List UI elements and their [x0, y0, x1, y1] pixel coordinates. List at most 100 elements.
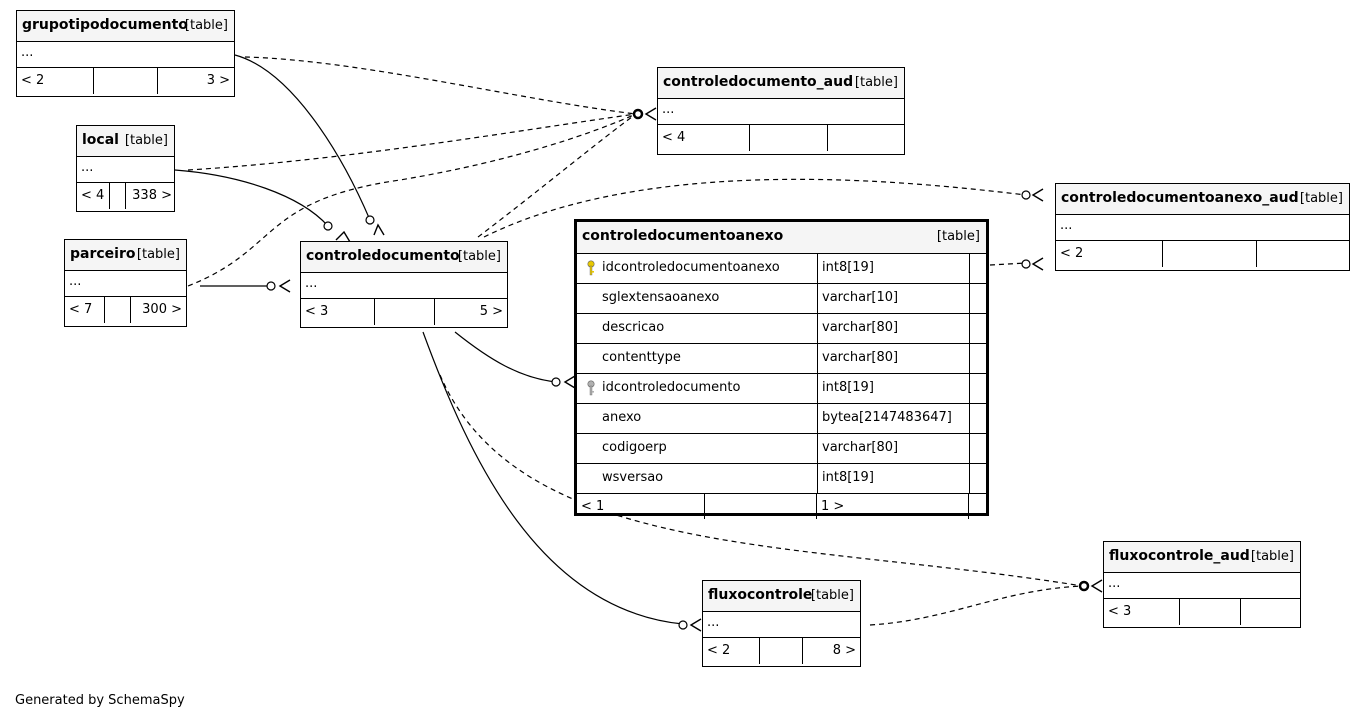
table-name: parceiro [70, 246, 136, 262]
table-name: grupotipodocumento [22, 17, 188, 33]
row-count [110, 183, 126, 209]
table-local[interactable]: local [table] ... < 4 338 > [76, 125, 175, 212]
column-name-cell: idcontroledocumento [577, 374, 818, 403]
table-type: [table] [1299, 191, 1343, 206]
table-type: [table] [136, 247, 180, 262]
row-count [105, 297, 131, 323]
table-header: local [table] [77, 126, 174, 157]
generated-by-note: Generated by SchemaSpy [15, 693, 185, 708]
column-filler [970, 374, 986, 403]
edge-grupotipodocumento-controledocumento [234, 54, 371, 221]
column-name: descricao [602, 320, 665, 335]
column-filler [970, 464, 986, 493]
child-count: 1 > [817, 494, 969, 519]
child-count [1257, 241, 1349, 267]
column-name: wsversao [602, 470, 664, 485]
edge-controledocumento-controledocumento_aud [477, 113, 637, 238]
table-controledocumento[interactable]: controledocumento [table] ... < 3 5 > [300, 241, 508, 328]
table-controledocumentoanexo[interactable]: controledocumentoanexo [table] idcontrol… [574, 219, 989, 519]
child-count: 338 > [132, 188, 172, 203]
row-count [94, 68, 158, 94]
primary-key-icon [587, 260, 595, 276]
edge-local-controledocumento_aud [187, 113, 637, 171]
column-name-cell: codigoerp [577, 434, 818, 463]
column-type: varchar[10] [818, 284, 970, 313]
parent-count: < 3 [1104, 599, 1180, 625]
edge-grupotipodocumento-controledocumento_aud [244, 56, 637, 115]
row-count [705, 494, 817, 519]
table-controledocumentoanexo_aud[interactable]: controledocumentoanexo_aud [table] ... <… [1055, 183, 1350, 271]
table-footer: < 3 [1104, 599, 1300, 625]
edge-controledocumento-controledocumentoanexo_aud [483, 178, 1027, 238]
column-name-cell: sglextensaoanexo [577, 284, 818, 313]
ellipsis-row: ... [17, 42, 234, 68]
column-name: idcontroledocumento [602, 380, 741, 395]
footer-filler [969, 494, 986, 519]
column-row[interactable]: sglextensaoanexo varchar[10] [577, 284, 986, 314]
column-name: contenttype [602, 350, 681, 365]
table-type: [table] [1250, 549, 1294, 564]
table-footer: < 2 3 > [17, 68, 234, 94]
table-fluxocontrole[interactable]: fluxocontrole [table] ... < 2 8 > [702, 580, 861, 667]
foreign-key-icon [587, 380, 595, 396]
table-type: [table] [184, 18, 228, 33]
parent-count: < 3 [301, 299, 375, 325]
column-filler [970, 404, 986, 433]
table-type: [table] [810, 588, 854, 603]
row-count [1163, 241, 1257, 267]
table-header: controledocumento_aud [table] [658, 68, 904, 99]
ellipsis-row: ... [65, 271, 186, 297]
row-count [760, 638, 803, 664]
column-filler [970, 344, 986, 373]
parent-count: < 2 [17, 68, 94, 94]
column-type: int8[19] [818, 464, 970, 493]
column-name: sglextensaoanexo [602, 290, 720, 305]
table-type: [table] [457, 249, 501, 264]
column-filler [970, 314, 986, 343]
column-name-cell: wsversao [577, 464, 818, 493]
table-name: controledocumentoanexo_aud [1061, 190, 1299, 206]
table-name: fluxocontrole [708, 587, 813, 603]
column-name-cell: contenttype [577, 344, 818, 373]
ellipsis-row: ... [1104, 573, 1300, 599]
child-count: 300 > [142, 302, 182, 317]
parent-count: < 4 [658, 125, 750, 151]
table-footer: < 1 1 > [577, 494, 986, 519]
table-footer: < 2 8 > [703, 638, 860, 664]
row-count [750, 125, 828, 151]
parent-count: < 1 [577, 494, 705, 519]
table-name: fluxocontrole_aud [1109, 548, 1250, 564]
column-row[interactable]: anexo bytea[2147483647] [577, 404, 986, 434]
child-count [1241, 599, 1300, 625]
table-header: controledocumento [table] [301, 242, 507, 273]
parent-count: < 2 [703, 638, 760, 664]
column-name: idcontroledocumentoanexo [602, 260, 780, 275]
edge-fluxocontrole-fluxocontrole_aud [869, 585, 1083, 626]
parent-count: < 4 [77, 183, 110, 209]
column-name-cell: anexo [577, 404, 818, 433]
table-parceiro[interactable]: parceiro [table] ... < 7 300 > [64, 239, 187, 327]
column-filler [970, 284, 986, 313]
table-header: fluxocontrole [table] [703, 581, 860, 612]
column-filler [970, 254, 986, 283]
row-count [1180, 599, 1241, 625]
table-fluxocontrole_aud[interactable]: fluxocontrole_aud [table] ... < 3 [1103, 541, 1301, 628]
table-controledocumento_aud[interactable]: controledocumento_aud [table] ... < 4 [657, 67, 905, 155]
edge-controledocumento-fluxocontrole [422, 331, 684, 625]
column-type: bytea[2147483647] [818, 404, 970, 433]
table-grupotipodocumento[interactable]: grupotipodocumento [table] ... < 2 3 > [16, 10, 235, 97]
table-footer: < 2 [1056, 241, 1349, 267]
table-header: parceiro [table] [65, 240, 186, 271]
column-name-cell: descricao [577, 314, 818, 343]
column-name: anexo [602, 410, 642, 425]
child-count: 3 > [206, 73, 230, 88]
ellipsis-row: ... [1056, 215, 1349, 241]
column-row[interactable]: wsversao int8[19] [577, 464, 986, 494]
